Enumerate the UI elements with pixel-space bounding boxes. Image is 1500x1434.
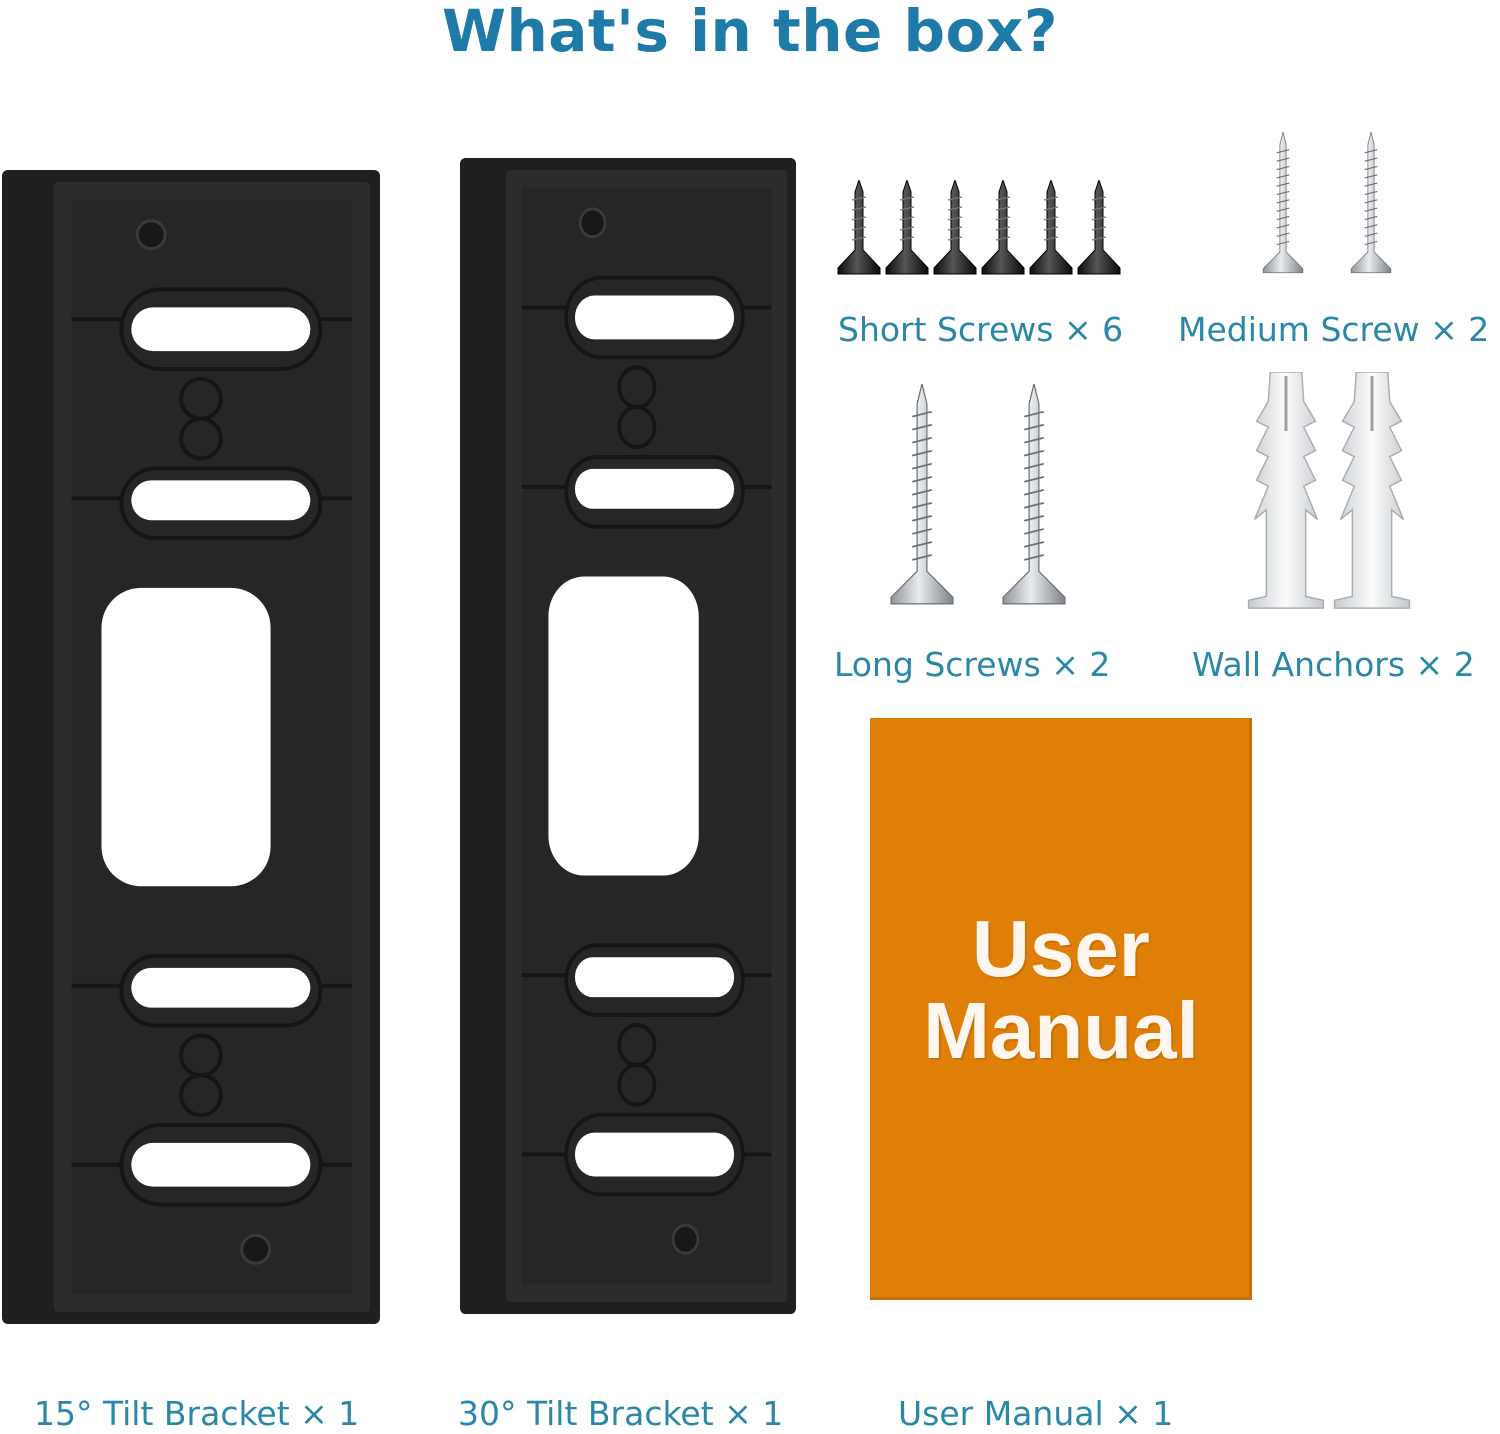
wall-anchor-icon <box>1247 372 1411 610</box>
medium-screw-icon <box>1262 132 1392 274</box>
tilt-bracket-icon <box>2 166 380 1328</box>
user-manual-label: User Manual × 1 <box>898 1394 1174 1433</box>
manual-cover-title-line1: User <box>972 904 1150 993</box>
long-screw-icon <box>889 384 1067 606</box>
medium-screws-image <box>1246 132 1410 280</box>
long-screws-label: Long Screws × 2 <box>834 645 1111 684</box>
page-title: What's in the box? <box>442 0 1058 65</box>
wall-anchors-image <box>1246 372 1412 620</box>
medium-screws-label: Medium Screw × 2 <box>1178 310 1490 349</box>
short-screw-icon <box>837 180 1121 275</box>
short-screws-label: Short Screws × 6 <box>838 310 1124 349</box>
tilt-bracket-icon <box>460 158 796 1314</box>
wall-anchors-label: Wall Anchors × 2 <box>1192 645 1475 684</box>
manual-cover-title-line2: Manual <box>923 986 1199 1075</box>
bracket-30-label: 30° Tilt Bracket × 1 <box>458 1394 784 1433</box>
bracket-15-label: 15° Tilt Bracket × 1 <box>34 1394 360 1433</box>
short-screws-image <box>836 180 1126 280</box>
long-screws-image <box>880 384 1080 614</box>
tilt-bracket-30-image <box>460 158 796 1314</box>
user-manual-cover: User Manual <box>870 718 1252 1300</box>
tilt-bracket-15-image <box>2 166 380 1328</box>
